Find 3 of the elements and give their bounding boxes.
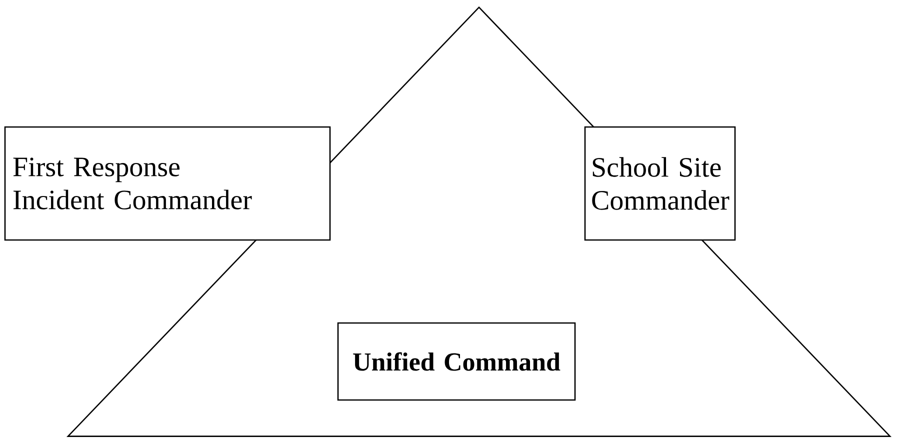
role-box: School Site Commander bbox=[584, 126, 736, 241]
role-box: Unified Command bbox=[337, 322, 576, 401]
role-box: First Response Incident Commander bbox=[4, 126, 331, 241]
